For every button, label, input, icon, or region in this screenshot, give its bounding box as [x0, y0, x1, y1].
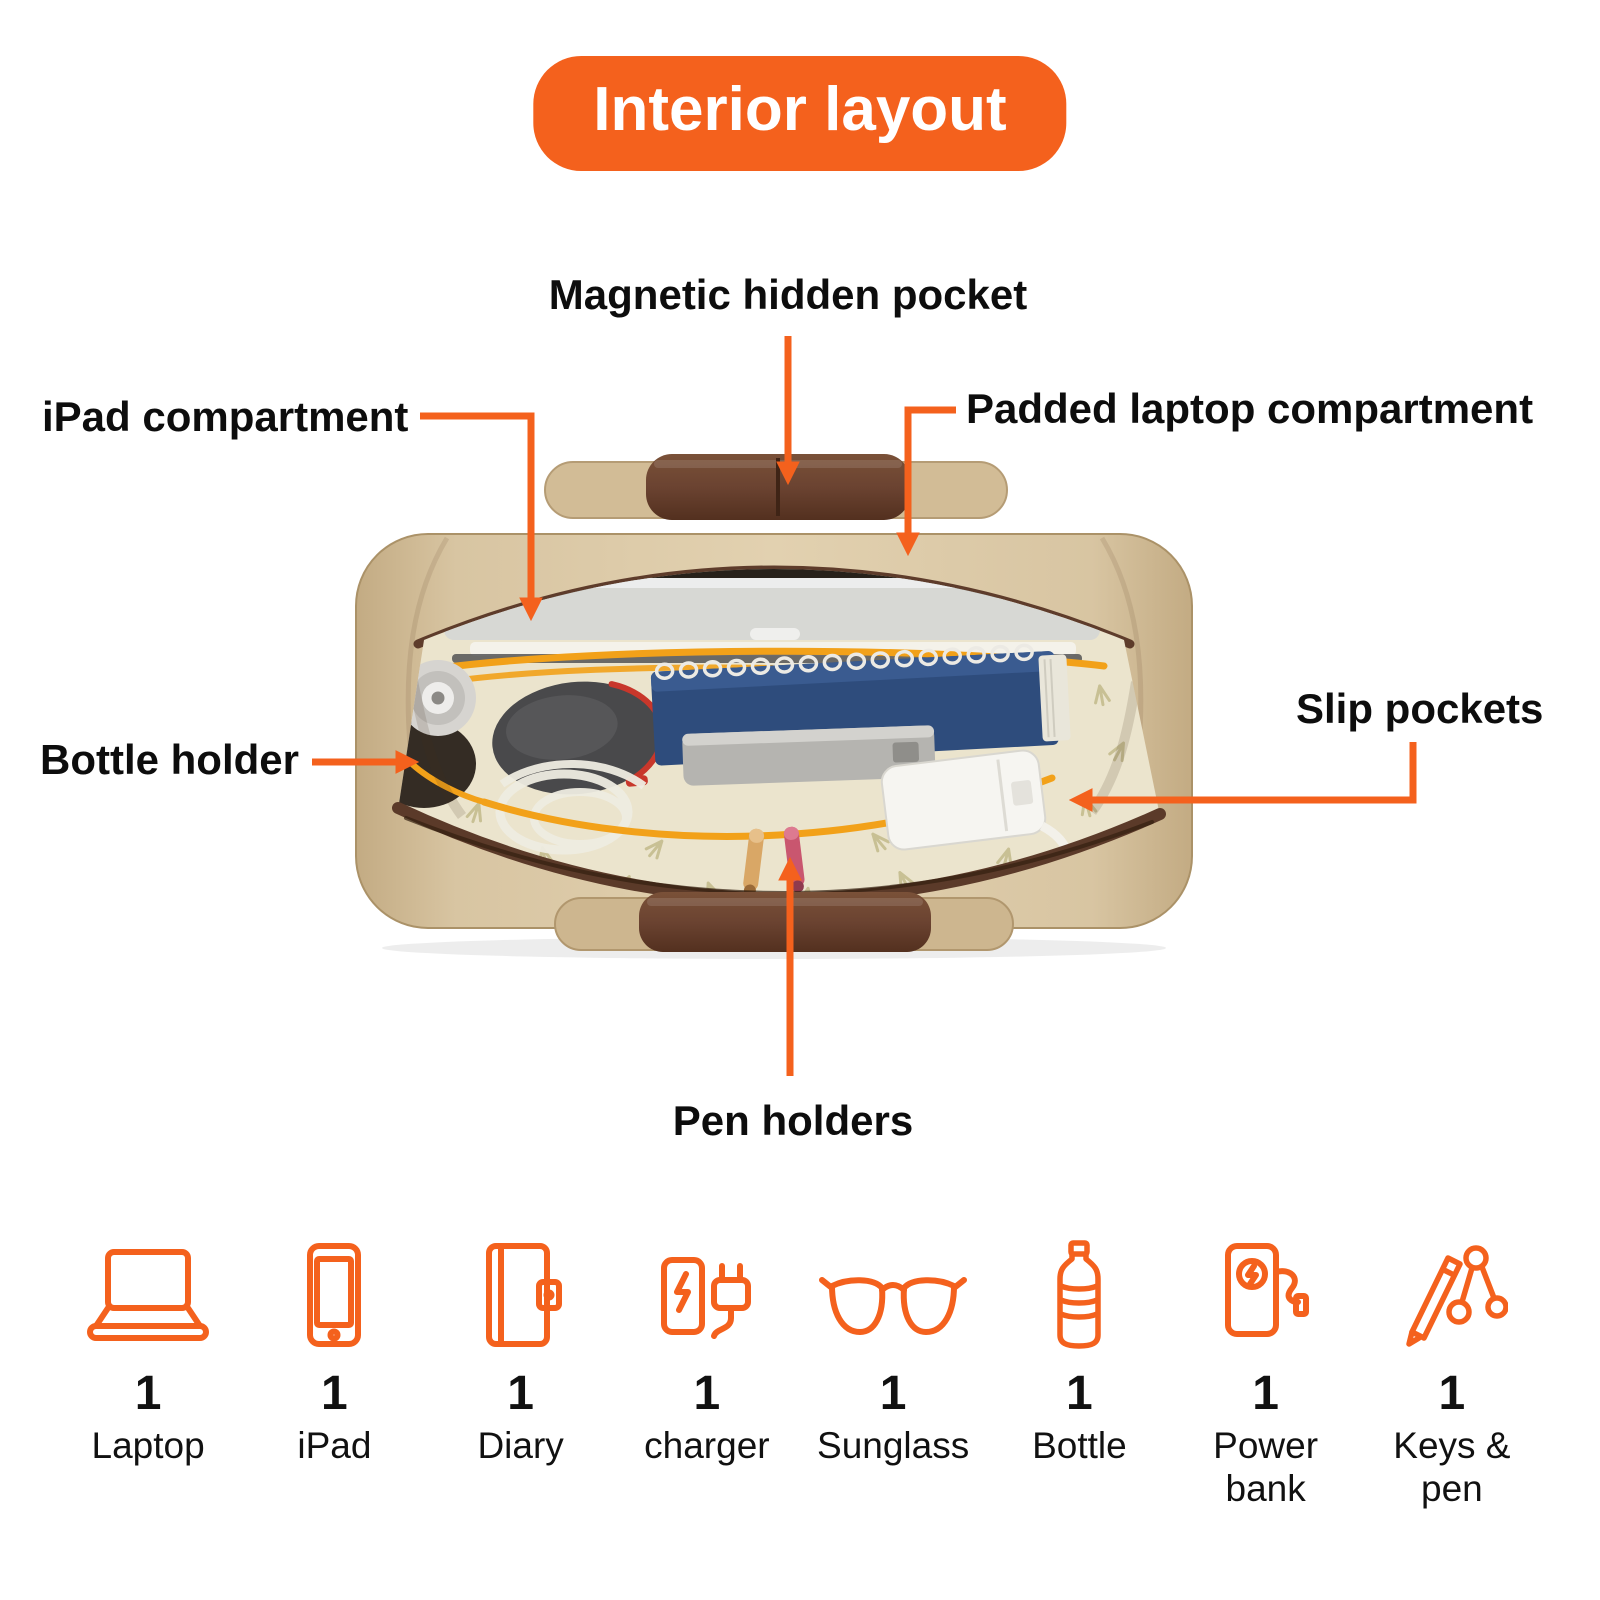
- bag-bottom-handle: [554, 892, 1014, 952]
- legend-item-sunglass: 1 Sunglass: [800, 1228, 986, 1510]
- legend-count: 1: [1252, 1367, 1279, 1420]
- callout-slip-pockets: Slip pockets: [1296, 685, 1544, 732]
- ipad-icon: [284, 1228, 384, 1350]
- connector-laptop-compartment: [896, 406, 956, 557]
- legend-label: iPad: [297, 1425, 372, 1466]
- legend-item-powerbank: 1 Power bank: [1173, 1228, 1359, 1510]
- legend-count: 1: [1438, 1367, 1466, 1420]
- legend-count: 1: [693, 1367, 721, 1420]
- callout-bottle-holder: Bottle holder: [40, 736, 299, 783]
- keys-pen-icon: [1396, 1228, 1508, 1350]
- legend-item-charger: 1 charger: [614, 1228, 800, 1510]
- pen-in-bag: [743, 828, 765, 897]
- callout-padded-laptop-compartment: Padded laptop compartment: [966, 385, 1534, 432]
- connector-slip-pockets: [1068, 742, 1417, 812]
- legend-count: 1: [134, 1367, 162, 1420]
- callout-ipad-compartment: iPad compartment: [42, 393, 409, 440]
- legend-label: Sunglass: [817, 1425, 970, 1466]
- charger-icon: [652, 1228, 762, 1350]
- powerbank-icon: [1212, 1228, 1320, 1350]
- legend-count: 1: [1066, 1367, 1093, 1420]
- legend-count: 1: [507, 1367, 534, 1420]
- bag-top-view-photo: [355, 454, 1193, 959]
- item-legend: 1 Laptop 1 iPad: [55, 1228, 1545, 1510]
- legend-item-laptop: 1 Laptop: [55, 1228, 241, 1510]
- callout-pen-holders: Pen holders: [672, 1097, 914, 1144]
- bottle-icon: [1046, 1228, 1112, 1350]
- legend-count: 1: [321, 1367, 348, 1420]
- legend-label: Bottle: [1032, 1425, 1127, 1466]
- legend-item-keys-pen: 1 Keys & pen: [1359, 1228, 1545, 1510]
- title-pill: Interior layout: [533, 56, 1067, 171]
- legend-label: charger: [644, 1425, 770, 1466]
- legend-label: Keys & pen: [1393, 1425, 1511, 1509]
- laptop-icon: [82, 1228, 214, 1350]
- legend-label: Power bank: [1213, 1425, 1319, 1509]
- legend-label: Laptop: [91, 1425, 205, 1466]
- legend-item-ipad: 1 iPad: [241, 1228, 427, 1510]
- connector-ipad-compartment: [420, 412, 543, 622]
- legend-item-bottle: 1 Bottle: [986, 1228, 1172, 1510]
- legend-label: Diary: [477, 1425, 564, 1466]
- powerbank-in-bag: [682, 725, 936, 786]
- callout-magnetic-hidden-pocket: Magnetic hidden pocket: [548, 271, 1028, 318]
- legend-item-diary: 1 Diary: [428, 1228, 614, 1510]
- sunglass-icon: [818, 1228, 968, 1350]
- diary-icon: [469, 1228, 573, 1350]
- page-title: Interior layout: [593, 75, 1007, 144]
- legend-count: 1: [879, 1367, 907, 1420]
- charger-in-bag: [880, 749, 1047, 851]
